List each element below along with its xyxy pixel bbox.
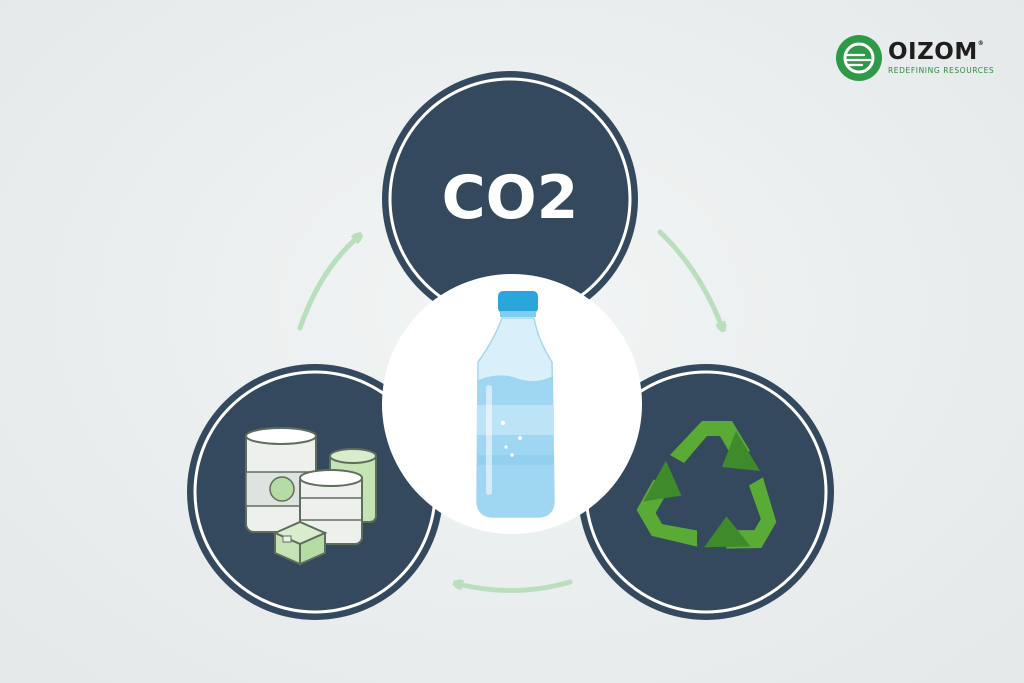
oizom-logo-icon: [836, 35, 882, 81]
brand-logo: OIZOM® REDEFINING RESOURCES: [836, 34, 994, 82]
co2-label: CO2: [442, 163, 579, 233]
water-bottle-icon: [476, 291, 555, 518]
containers-box-icon: [245, 427, 377, 566]
co2-circle: CO2: [382, 71, 638, 327]
recycle-icon: [622, 421, 793, 573]
arrow-right-down: [657, 229, 722, 327]
arrow-bottom-left: [458, 582, 573, 594]
arrow-left-up: [297, 237, 358, 331]
brand-tagline: REDEFINING RESOURCES: [888, 66, 995, 76]
brand-name: OIZOM®: [888, 39, 985, 66]
